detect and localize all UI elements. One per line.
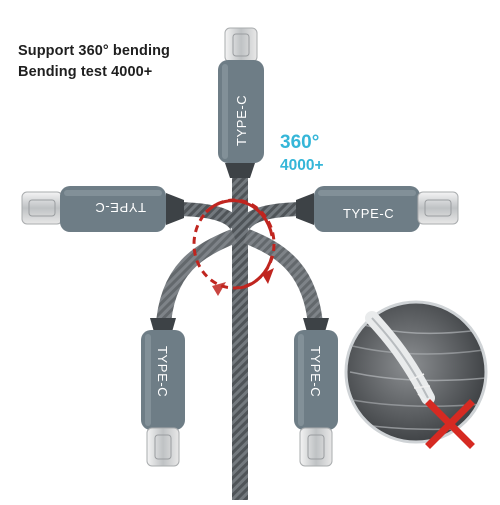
connector-bottom-right: TYPE-C [294,318,338,467]
connector-label-left: TYPE-C [95,200,146,215]
headline-line-1: Support 360° bending [18,43,170,59]
connector-label-right: TYPE-C [343,206,394,221]
cable-center [232,160,248,500]
connector-label-top: TYPE-C [234,95,249,146]
connector-label-bottom-left: TYPE-C [155,346,170,397]
cable-right [238,202,301,230]
braid-closeup [344,300,488,444]
cable-left [179,202,242,230]
connector-top: TYPE-C [218,27,264,178]
connector-right: TYPE-C [296,186,459,232]
red-x-icon [425,399,475,449]
connector-label-bottom-right: TYPE-C [308,346,323,397]
bend-angle-label: 360° [280,132,320,153]
circular-arrow-icon [192,198,276,296]
headline-line-2: Bending test 4000+ [18,64,153,80]
connector-left: TYPE-C [21,186,184,232]
connector-bottom-left: TYPE-C [141,318,185,467]
cable-loop-right [243,229,324,331]
cable-loop-left [155,229,237,331]
bend-count-label: 4000+ [280,157,324,174]
